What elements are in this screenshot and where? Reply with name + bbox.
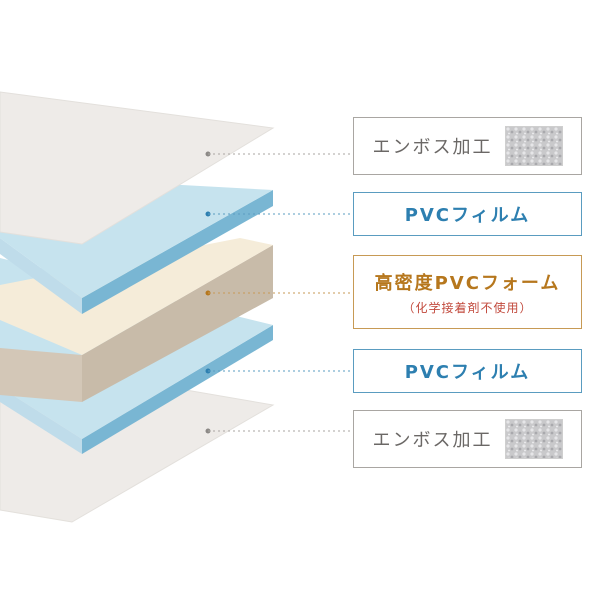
leader-lines	[205, 151, 353, 434]
label-pvc-foam: 高密度PVCフォーム	[374, 272, 561, 294]
label-box-pvc-film-bottom: PVCフィルム	[353, 349, 582, 393]
pvc-foam-top	[0, 238, 273, 355]
emboss-texture-swatch-icon	[504, 419, 563, 459]
pvc-foam-edge	[82, 245, 273, 402]
pvc-foam-face	[0, 348, 82, 402]
label-emboss-bottom: エンボス加工	[372, 430, 493, 451]
emboss-top-face	[0, 91, 275, 245]
label-box-emboss-top: エンボス加工	[353, 117, 582, 175]
emboss-texture-swatch-icon	[504, 126, 563, 166]
pvc-film-top-edge	[82, 190, 273, 314]
pvc-film-top-face	[0, 238, 82, 314]
layer-pvc-foam	[0, 238, 273, 402]
label-pvc-foam-note: （化学接着剤不使用）	[402, 300, 533, 315]
label-pvc-film-bottom: PVCフィルム	[404, 362, 531, 383]
pvc-film-bottom-face	[0, 387, 82, 454]
label-box-pvc-foam: 高密度PVCフォーム （化学接着剤不使用）	[353, 255, 582, 329]
label-box-pvc-film-top: PVCフィルム	[353, 192, 582, 236]
layer-emboss-top	[0, 91, 275, 245]
label-pvc-film-top: PVCフィルム	[404, 205, 531, 226]
label-box-emboss-bottom: エンボス加工	[353, 410, 582, 468]
pvc-film-bottom-edge	[82, 325, 273, 454]
label-emboss-top: エンボス加工	[372, 137, 493, 158]
